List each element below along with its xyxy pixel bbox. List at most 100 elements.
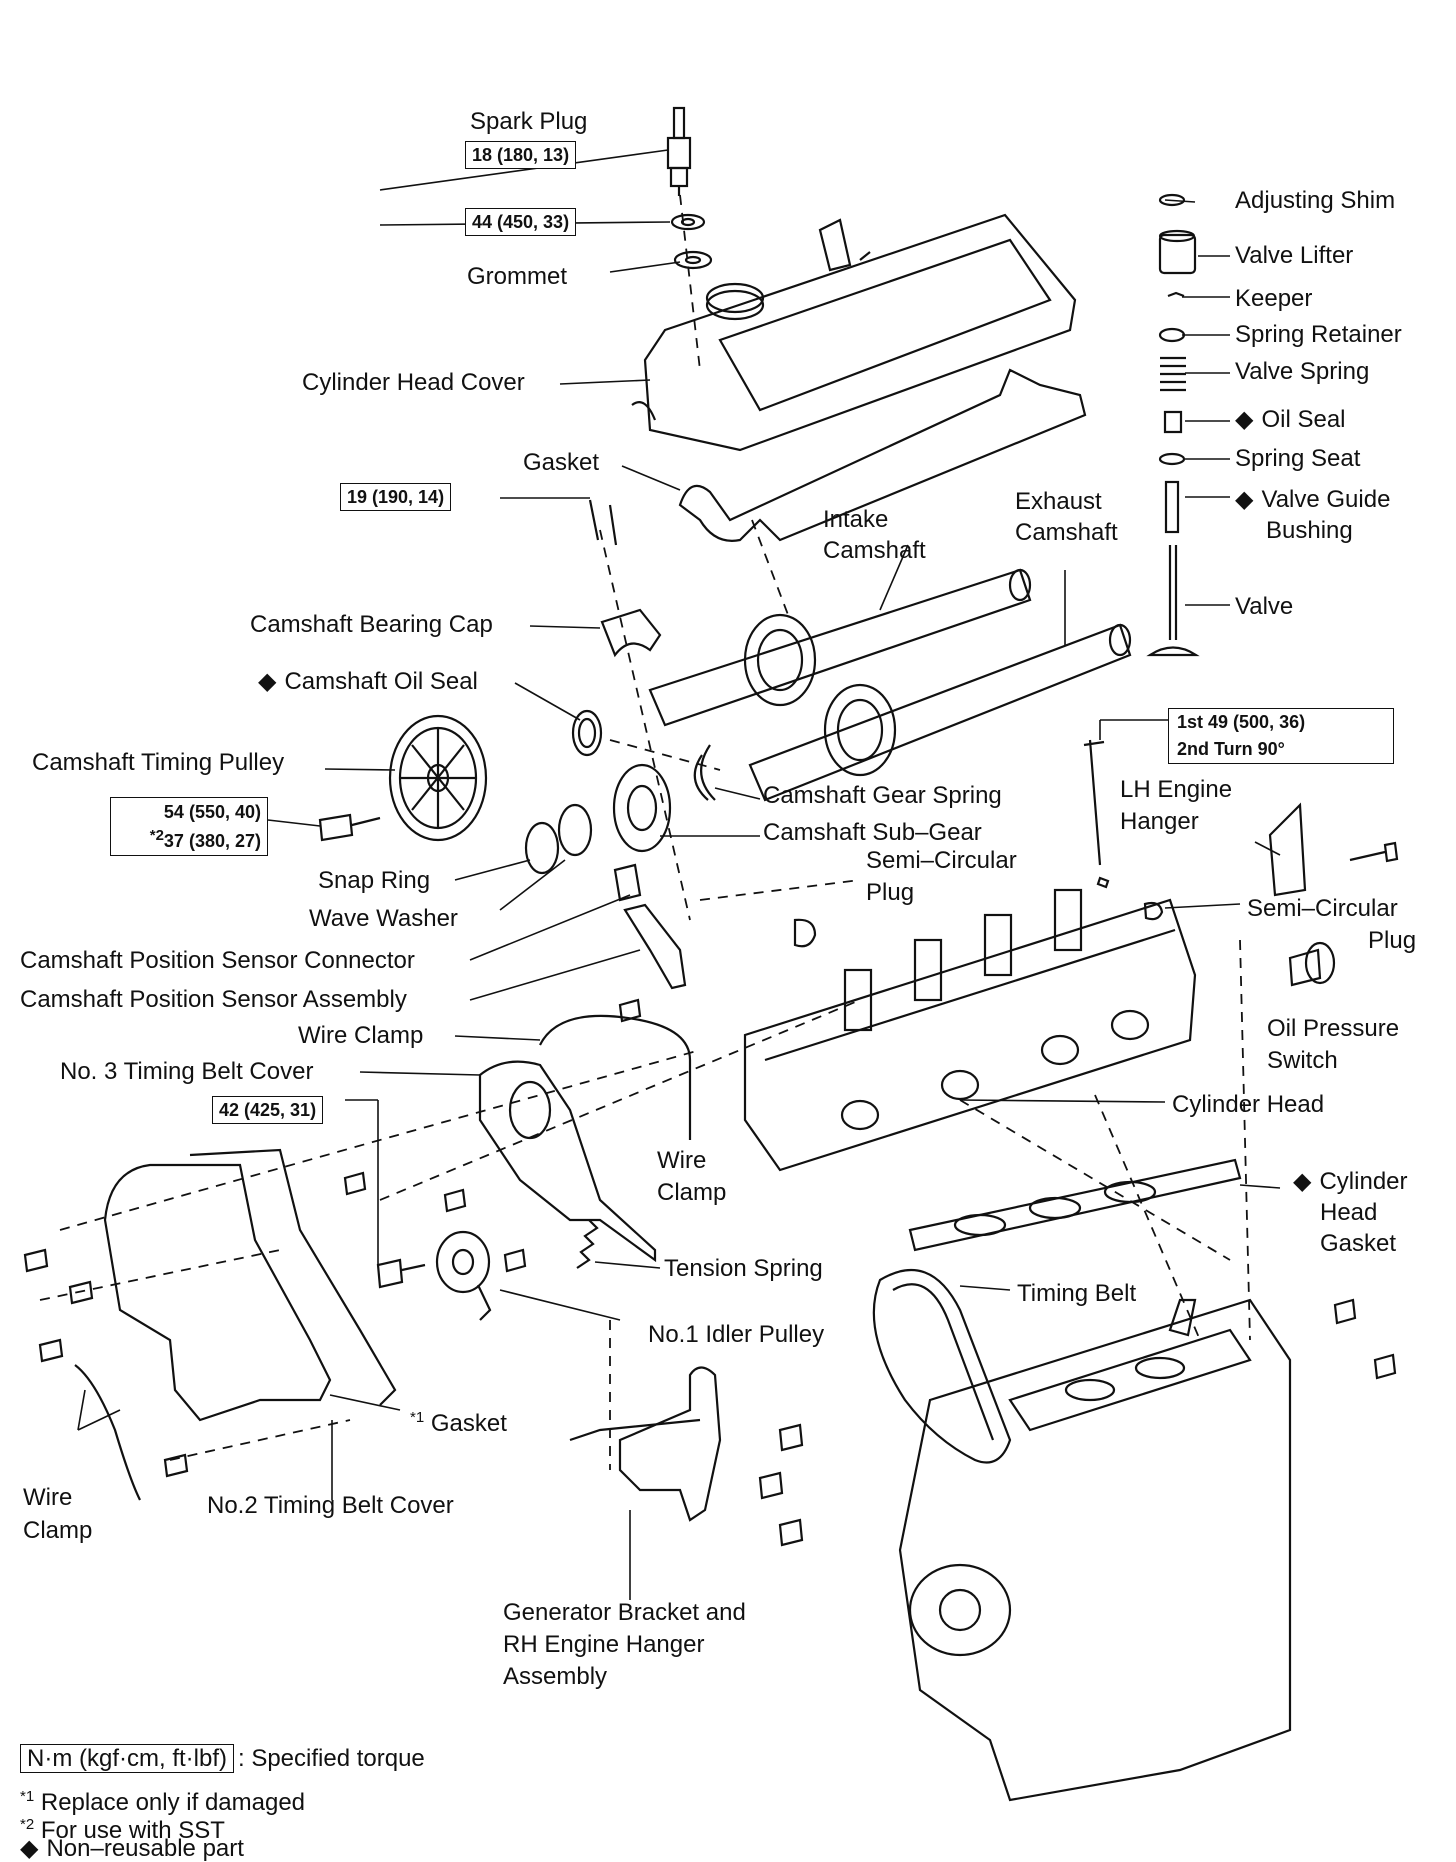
- wave-washer-drawing: [557, 803, 593, 857]
- timing-belt-label: Timing Belt: [1017, 1280, 1137, 1307]
- camshaft-bearing-cap-label: Camshaft Bearing Cap: [250, 611, 493, 638]
- note-2-mark: *2: [20, 1816, 35, 1833]
- pulley-bolt-drawing: [318, 813, 381, 842]
- spark-plug-torque: 18 (180, 13): [465, 141, 577, 169]
- spring-retainer-label: Spring Retainer: [1235, 321, 1402, 348]
- oil-pressure-switch-drawing: [1288, 941, 1336, 987]
- cylinder-head-cover-drawing: [631, 213, 1077, 452]
- cylinder-head-cover-label: Cylinder Head Cover: [302, 369, 525, 396]
- snap-ring-drawing: [524, 821, 560, 875]
- head-bolt-torque-box: 1st 49 (500, 36) 2nd Turn 90°: [1168, 708, 1394, 764]
- wire-clamp-harness: [539, 1014, 692, 1140]
- torque-legend: N·m (kgf·cm, ft·lbf): Specified torque: [20, 1744, 425, 1773]
- note-3: Non–reusable part: [20, 1834, 243, 1862]
- timing-belt-drawing: [872, 1268, 1012, 1464]
- exhaust-camshaft-label-1: Exhaust: [1015, 488, 1102, 515]
- gasket-star1-mark: *1: [410, 1409, 425, 1426]
- timing-pulley-drawing: [388, 714, 488, 842]
- wire-clamp-left-drawing: [74, 1364, 141, 1501]
- intake-camshaft-label-2: Camshaft: [823, 537, 926, 564]
- no3-timing-belt-cover-drawing: [478, 1060, 657, 1263]
- pulley-torque-2-row: *237 (380, 27): [117, 824, 261, 853]
- cylinder-head-label: Cylinder Head: [1172, 1091, 1325, 1118]
- gear-spring-drawing: [693, 744, 716, 801]
- valve-guide-bushing-label-1: Valve Guide: [1235, 485, 1390, 514]
- gasket-label: Gasket: [523, 449, 600, 476]
- pulley-torque-box: 54 (550, 40) *237 (380, 27): [110, 797, 268, 856]
- camshaft-gear-spring-label: Camshaft Gear Spring: [763, 782, 1002, 809]
- oil-pressure-switch-label-2: Switch: [1267, 1047, 1338, 1074]
- semi-circular-plug-label-1a: Semi–Circular: [866, 847, 1017, 874]
- cylinder-head-drawing: [743, 888, 1197, 1172]
- oil-pressure-switch-label-1: Oil Pressure: [1267, 1015, 1400, 1042]
- grommet-torque: 44 (450, 33): [465, 208, 577, 236]
- grommet-label: Grommet: [467, 263, 568, 290]
- adjusting-shim-label: Adjusting Shim: [1235, 187, 1396, 214]
- bracket-bolts-drawing: [758, 1423, 804, 1547]
- cover-bolts-drawing: [23, 1248, 189, 1478]
- semi-circular-plug-label-2b: Plug: [1368, 927, 1417, 954]
- engine-block-drawing: [898, 1298, 1292, 1802]
- cover-gasket-outline: [189, 1148, 397, 1406]
- head-bolt-torque-2: 2nd Turn 90°: [1177, 739, 1285, 759]
- grommet-drawing: [670, 213, 713, 270]
- lh-engine-hanger-label-2: Hanger: [1120, 808, 1199, 835]
- small-bolts-drawing: [343, 998, 642, 1273]
- semi-circular-plug-drawing: [793, 918, 817, 948]
- wire-clamp-left-label-1: Wire: [23, 1484, 73, 1511]
- bearing-cap-bolts: [588, 499, 618, 546]
- snap-ring-label: Snap Ring: [318, 867, 431, 894]
- lh-engine-hanger-drawing: [1268, 802, 1307, 897]
- note-1-text: Replace only if damaged: [34, 1789, 306, 1816]
- cam-position-sensor-connector-label: Camshaft Position Sensor Connector: [20, 947, 415, 974]
- exhaust-camshaft-label-2: Camshaft: [1015, 519, 1118, 546]
- no2-timing-belt-cover-drawing: [103, 1163, 332, 1422]
- tension-spring-drawing: [576, 1219, 599, 1269]
- exhaust-camshaft-drawing: [748, 623, 1132, 802]
- cover-gasket-drawing: [678, 368, 1087, 542]
- bearing-cap-drawing: [600, 608, 662, 658]
- note-1: *1 Replace only if damaged: [20, 1782, 305, 1817]
- gasket-star1-label: *1 Gasket: [410, 1403, 507, 1438]
- oil-seal-label: Oil Seal: [1235, 405, 1345, 434]
- pulley-torque-2-mark: *2: [149, 827, 164, 844]
- leader-lines: [77, 149, 1281, 1600]
- camshaft-oil-seal-label: Camshaft Oil Seal: [258, 667, 477, 696]
- pulley-torque-2: 37 (380, 27): [163, 831, 261, 851]
- wire-clamp-mid-label-2: Clamp: [657, 1179, 727, 1206]
- sub-gear-drawing: [612, 763, 672, 853]
- keeper-label: Keeper: [1235, 285, 1313, 312]
- head-bolt-torque-1: 1st 49 (500, 36): [1177, 712, 1306, 732]
- wire-clamp-mid-label-1: Wire: [657, 1147, 707, 1174]
- cam-position-sensor-assembly-label: Camshaft Position Sensor Assembly: [20, 986, 407, 1013]
- no1-idler-pulley-label: No.1 Idler Pulley: [648, 1321, 825, 1348]
- pulley-torque-1: 54 (550, 40): [163, 802, 261, 822]
- gasket-star1-text: Gasket: [430, 1410, 507, 1437]
- tension-spring-label: Tension Spring: [664, 1255, 823, 1282]
- cam-sensor-drawing: [623, 903, 687, 990]
- torque-legend-text: : Specified torque: [237, 1745, 425, 1772]
- semi-circular-plug-label-1b: Plug: [866, 879, 915, 906]
- note-1-mark: *1: [20, 1788, 35, 1805]
- valve-label: Valve: [1235, 593, 1294, 620]
- torque-legend-box: N·m (kgf·cm, ft·lbf): [20, 1744, 234, 1773]
- block-bolts-drawing: [1333, 1298, 1397, 1380]
- spark-plug-label: Spark Plug: [470, 108, 588, 135]
- camshaft-timing-pulley-label: Camshaft Timing Pulley: [32, 749, 285, 776]
- cylinder-head-gasket-label-2: Head: [1320, 1199, 1378, 1226]
- valve-lifter-label: Valve Lifter: [1235, 242, 1354, 269]
- no3-timing-belt-cover-label: No. 3 Timing Belt Cover: [60, 1058, 314, 1085]
- idler-torque: 42 (425, 31): [212, 1096, 324, 1124]
- lh-engine-hanger-label-1: LH Engine: [1120, 776, 1233, 803]
- cylinder-head-gasket-label-1: Cylinder: [1293, 1167, 1407, 1196]
- idler-bolt-drawing: [376, 1258, 426, 1289]
- generator-bracket-label-2: RH Engine Hanger: [503, 1631, 705, 1658]
- no2-timing-belt-cover-label: No.2 Timing Belt Cover: [207, 1492, 454, 1519]
- wave-washer-label: Wave Washer: [309, 905, 458, 932]
- intake-camshaft-drawing: [648, 568, 1032, 727]
- generator-bracket-drawing: [618, 1366, 722, 1522]
- oil-seal-drawing: [571, 709, 603, 757]
- spark-plug-drawing: [666, 106, 692, 196]
